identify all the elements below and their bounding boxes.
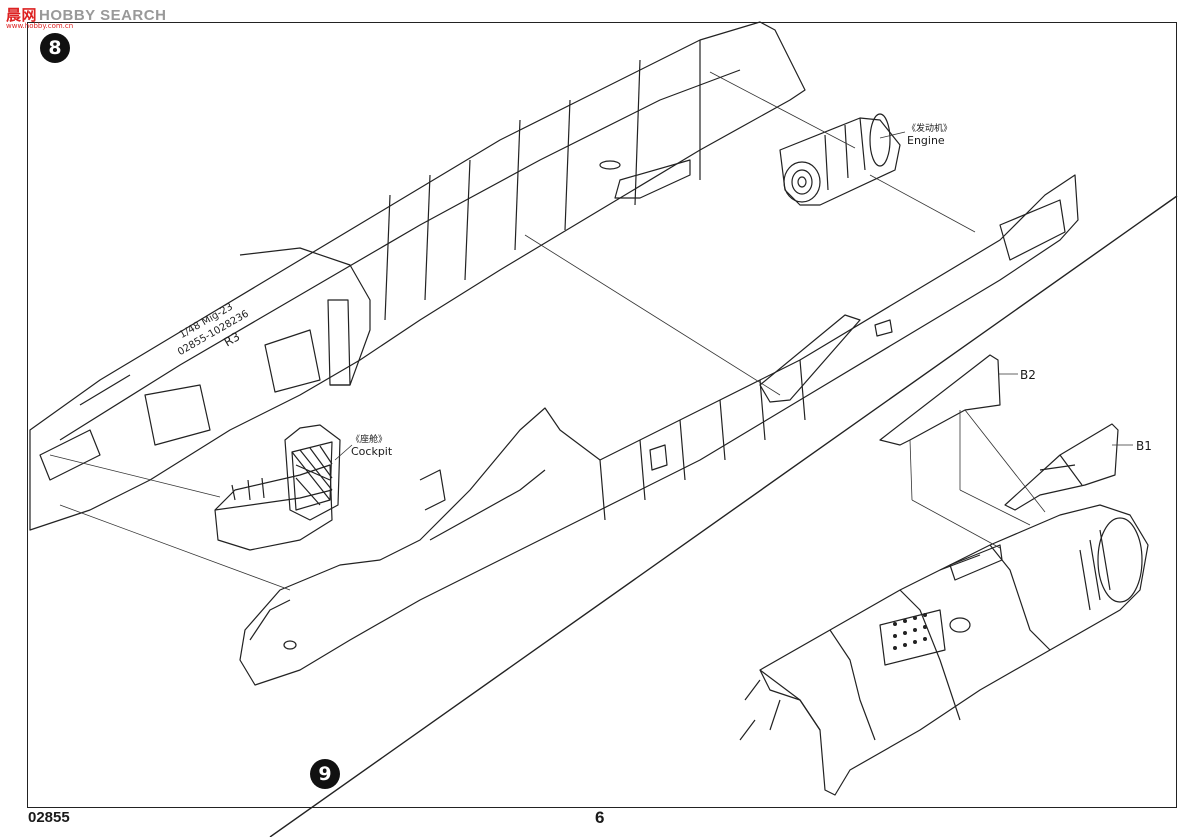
fuselage-half-lower: [239, 174, 1079, 686]
rear-fuselage-assembly: [739, 504, 1149, 796]
engine-part: [779, 113, 901, 206]
step-9-badge: 9: [310, 759, 340, 789]
step-8-badge: 8: [40, 33, 70, 63]
kit-code: 02855: [28, 809, 70, 826]
stabilizer-b1: [1004, 423, 1119, 511]
marking-part-code: R3: [221, 329, 242, 349]
engine-label-cn: 《发动机》: [907, 124, 953, 134]
part-label-b1: B1: [1136, 439, 1152, 453]
fuselage-marking: 1/48 Mig-23 02855-1028236 R3: [176, 302, 251, 359]
page-border: [27, 22, 1177, 808]
cockpit-label: 《座舱》 Cockpit: [351, 434, 392, 458]
part-label-b2: B2: [1020, 368, 1036, 382]
engine-label-en: Engine: [907, 134, 945, 147]
cockpit-label-cn: 《座舱》: [351, 435, 388, 445]
page-number: 6: [595, 808, 605, 827]
engine-label: 《发动机》 Engine: [907, 123, 952, 147]
panel-rivets: [893, 613, 927, 650]
cockpit-tub: [214, 424, 341, 551]
stabilizer-b2: [879, 354, 1001, 446]
cockpit-label-en: Cockpit: [351, 445, 393, 458]
watermark-url: www.hobby.com.cn: [6, 22, 74, 30]
fuselage-half-upper: [29, 21, 806, 531]
step-divider-line: [269, 195, 1178, 837]
assembly-guide-lines: [49, 71, 1133, 591]
